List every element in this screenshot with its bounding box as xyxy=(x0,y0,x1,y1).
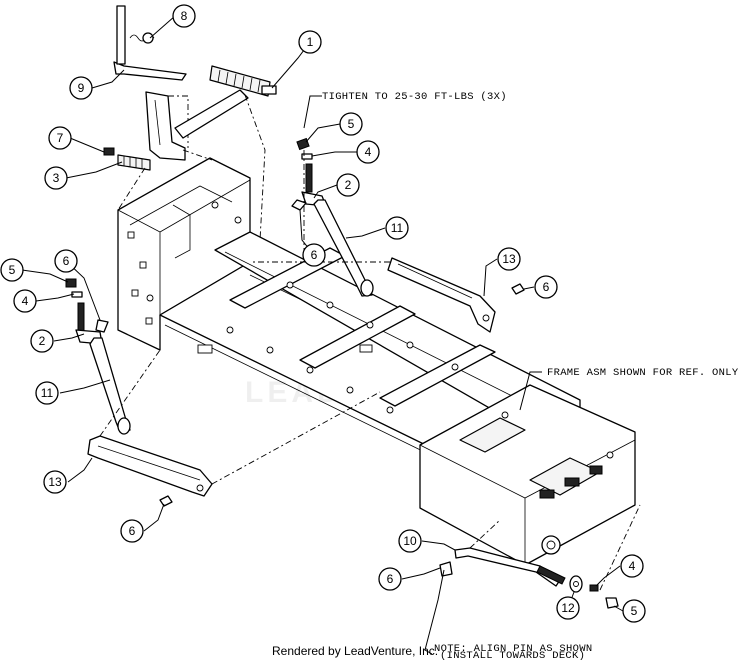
callout-label: 5 xyxy=(348,117,355,131)
callout-label: 4 xyxy=(365,145,372,159)
callout-label: 4 xyxy=(629,559,636,573)
pedal-assembly xyxy=(103,5,277,241)
callout-bubble: 1 xyxy=(298,30,322,54)
callout-label: 1 xyxy=(307,35,314,49)
align-pin-note: NOTE: ALIGN PIN AS SHOWN xyxy=(434,643,592,655)
callout-label: 8 xyxy=(181,9,188,23)
callout-bubble: 11 xyxy=(385,216,409,240)
callout-bubble: 13 xyxy=(497,247,521,271)
callout-label: 2 xyxy=(345,178,352,192)
callout-label: 11 xyxy=(41,386,54,400)
callout-bubble: 6 xyxy=(534,275,558,299)
callout-label: 6 xyxy=(387,572,394,586)
callout-label: 5 xyxy=(9,263,16,277)
callout-bubble: 6 xyxy=(378,567,402,591)
callout-bubble: 7 xyxy=(48,126,72,150)
frame-reference-note: FRAME ASM SHOWN FOR REF. ONLY xyxy=(547,367,739,379)
callout-bubble: 10 xyxy=(398,529,422,553)
callout-label: 2 xyxy=(39,334,46,348)
right-lift-link xyxy=(291,137,374,297)
frame-assembly xyxy=(117,157,636,566)
callout-bubble: 2 xyxy=(30,329,54,353)
hanger-bracket-left xyxy=(87,349,381,507)
callout-label: 5 xyxy=(631,604,638,618)
callout-bubble: 5 xyxy=(0,258,24,282)
callout-label: 6 xyxy=(129,524,136,538)
callout-bubble: 12 xyxy=(556,596,580,620)
callout-label: 3 xyxy=(53,171,60,185)
callout-label: 6 xyxy=(311,248,318,262)
callout-label: 7 xyxy=(57,131,64,145)
callout-bubble: 4 xyxy=(620,554,644,578)
callout-label: 11 xyxy=(391,221,404,235)
callout-bubble: 6 xyxy=(54,249,78,273)
callout-label: 9 xyxy=(78,81,85,95)
callout-bubble: 5 xyxy=(339,112,363,136)
install-direction-note: (INSTALL TOWARDS DECK) xyxy=(440,650,585,660)
callout-bubble: 6 xyxy=(120,519,144,543)
callout-label: 10 xyxy=(403,534,417,548)
left-lift-link xyxy=(65,278,131,435)
callout-bubble: 13 xyxy=(43,470,67,494)
callout-bubble: 5 xyxy=(622,599,646,623)
callout-bubble: 4 xyxy=(356,140,380,164)
callout-label: 6 xyxy=(543,280,550,294)
callout-bubble: 9 xyxy=(69,76,93,100)
callout-bubble: 2 xyxy=(336,173,360,197)
callout-bubble: 6 xyxy=(302,243,326,267)
callout-label: 6 xyxy=(63,254,70,268)
render-credit: Rendered by LeadVenture, Inc. xyxy=(272,644,438,658)
callout-bubble: 8 xyxy=(172,4,196,28)
callout-label: 12 xyxy=(561,601,575,615)
callouts: 1 8 9 7 3 5 4 2 6 11 13 6 5 4 6 2 11 13 … xyxy=(0,4,646,623)
torque-note: TIGHTEN TO 25-30 FT-LBS (3X) xyxy=(322,91,507,103)
callout-bubble: 4 xyxy=(13,289,37,313)
callout-label: 4 xyxy=(22,294,29,308)
callout-label: 13 xyxy=(502,252,516,266)
callout-bubble: 11 xyxy=(35,381,59,405)
callout-label: 13 xyxy=(48,475,62,489)
callout-bubble: 3 xyxy=(44,166,68,190)
